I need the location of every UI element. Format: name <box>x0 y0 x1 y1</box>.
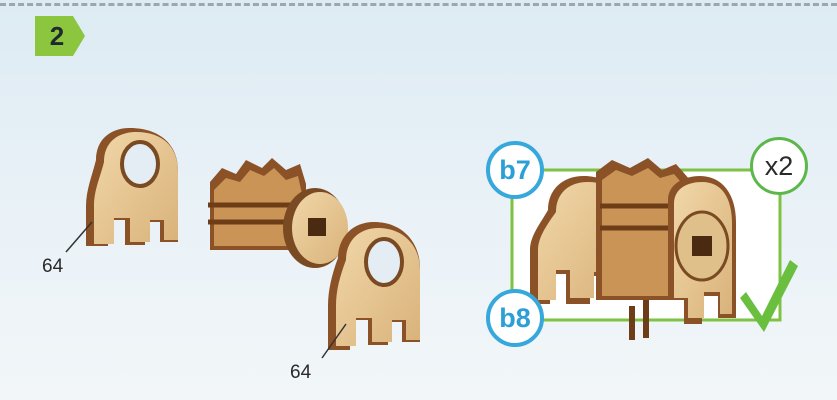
quantity-badge: x2 <box>750 137 808 195</box>
label-b8: b8 <box>486 289 544 347</box>
bracket-part-left <box>86 128 178 246</box>
part-number-right: 64 <box>290 362 311 384</box>
label-b7: b7 <box>486 141 544 199</box>
gear-stack-part <box>208 158 348 268</box>
part-number-left: 64 <box>42 256 63 278</box>
